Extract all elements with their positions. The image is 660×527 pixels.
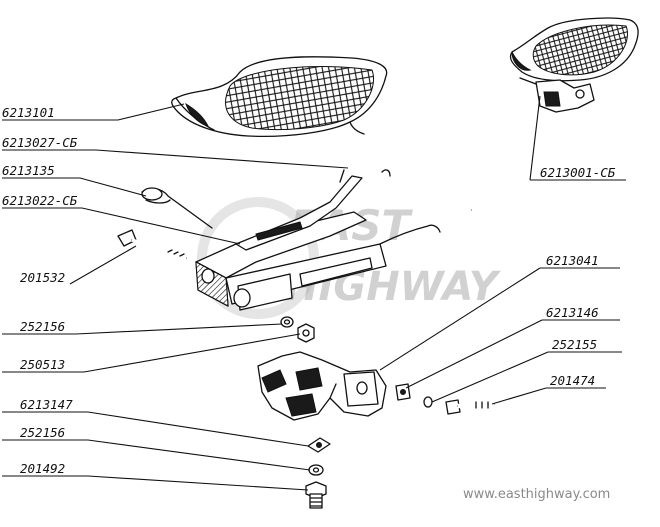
washer-252155 <box>423 396 433 408</box>
washer-252156-lower <box>308 464 324 476</box>
label-201492: 201492 <box>20 461 65 476</box>
label-252155: 252155 <box>552 337 597 352</box>
label-250513: 250513 <box>20 357 65 372</box>
label-252156-upper: 252156 <box>20 319 65 334</box>
washer-252156-upper <box>280 316 294 328</box>
label-201474: 201474 <box>550 373 595 388</box>
support-6213041 <box>257 351 387 421</box>
nut-250513 <box>297 323 315 343</box>
part-labels: 6213101 6213027-СБ 6213135 6213022-СБ 20… <box>2 105 616 476</box>
rail-6213027 <box>339 148 488 212</box>
label-6213022: 6213022-СБ <box>2 193 78 208</box>
label-6213041: 6213041 <box>546 253 599 268</box>
label-6213027: 6213027-СБ <box>2 135 78 150</box>
label-201532: 201532 <box>20 270 65 285</box>
plate-6213146 <box>395 383 411 401</box>
bolt-201492 <box>305 481 327 509</box>
label-252156-lower: 252156 <box>20 425 65 440</box>
watermark-url: www.easthighway.com <box>463 487 610 502</box>
label-6213001: 6213001-СБ <box>540 165 616 180</box>
pin-6213135 <box>141 187 213 229</box>
bolt-201474 <box>445 399 495 415</box>
leader-lines <box>2 95 626 491</box>
bolt-201532 <box>117 229 187 260</box>
label-6213146: 6213146 <box>546 305 599 320</box>
label-6213135: 6213135 <box>2 163 55 178</box>
seat-6213001 <box>509 17 639 113</box>
seat-6213101 <box>171 56 388 138</box>
label-6213147: 6213147 <box>20 397 73 412</box>
plate-6213147 <box>307 437 331 453</box>
label-6213101: 6213101 <box>2 105 55 120</box>
bracket-6213022 <box>195 175 441 311</box>
